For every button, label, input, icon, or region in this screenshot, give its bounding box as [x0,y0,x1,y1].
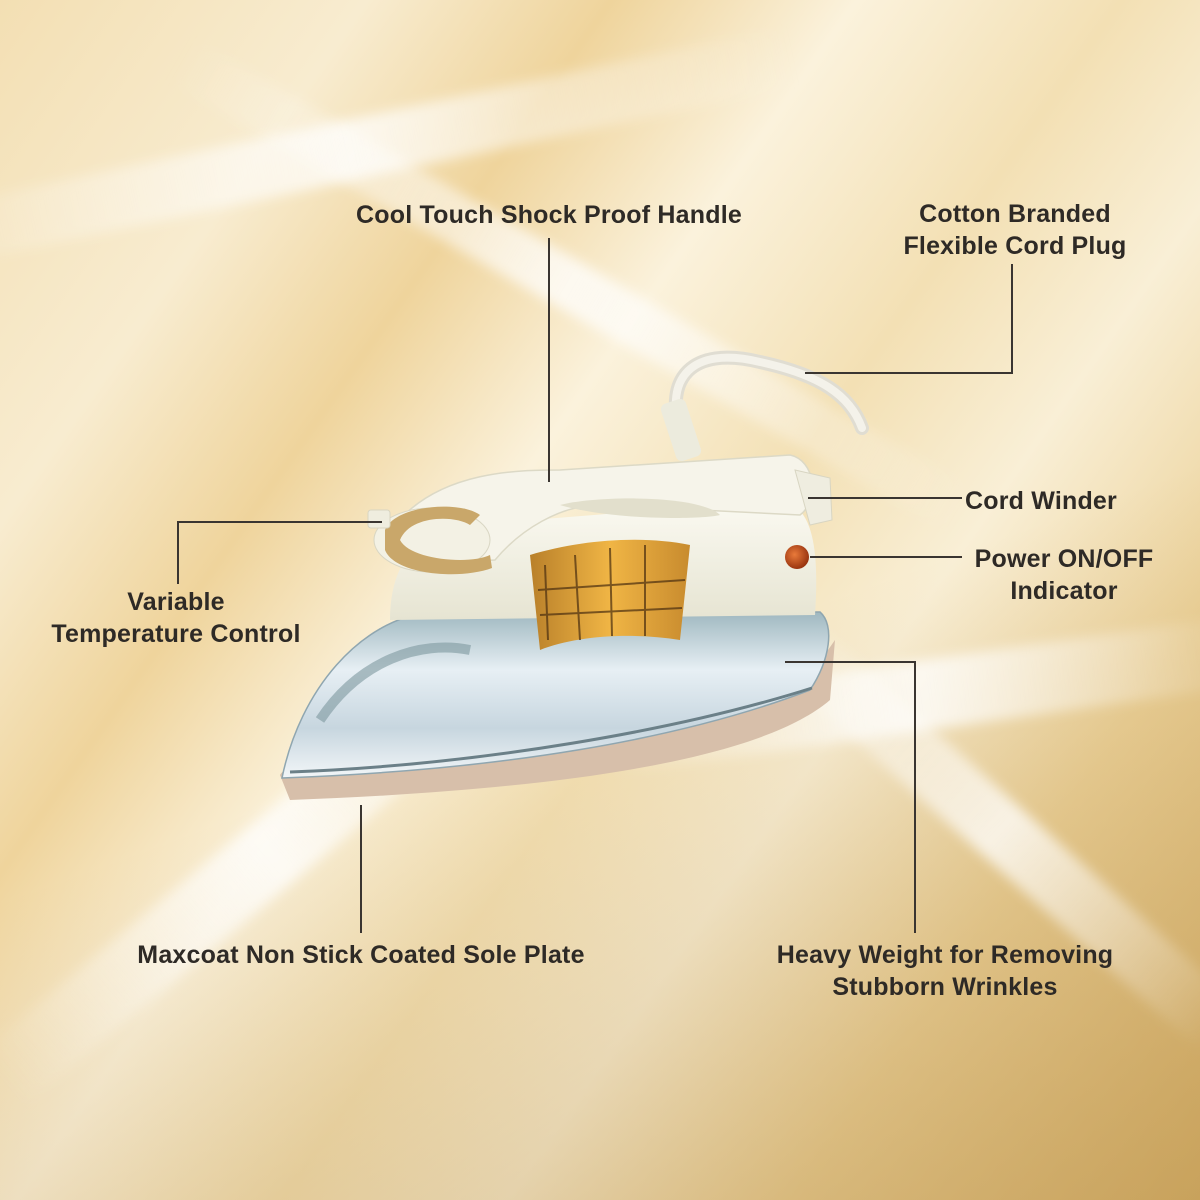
callout-cord-winder-line-1: Cord Winder [965,487,1117,515]
callout-temperature-control-line-2: Temperature Control [51,620,301,648]
callout-temperature-control: Variable Temperature Control [26,586,326,650]
callout-sole-plate-line-1: Maxcoat Non Stick Coated Sole Plate [137,941,585,969]
handle-leader-line [548,238,550,482]
iron-product-image [280,350,869,800]
callout-cord-winder: Cord Winder [965,485,1117,517]
cord-plug-leader-line-vertical [1011,264,1013,374]
callout-cord-plug-line-2: Flexible Cord Plug [903,232,1127,260]
power-indicator-leader-line [810,556,962,558]
callout-temperature-control-line-1: Variable [127,588,225,616]
temperature-leader-line-vertical [177,521,179,584]
callout-handle-line-1: Cool Touch Shock Proof Handle [356,201,742,229]
callout-cord-plug: Cotton Branded Flexible Cord Plug [865,198,1165,262]
cord-plug-leader-line-horizontal [805,372,1013,374]
heavy-weight-leader-line-horizontal [785,661,916,663]
sole-plate-leader-line [360,805,362,933]
heavy-weight-leader-line-vertical [914,661,916,933]
callout-heavy-weight-line-1: Heavy Weight for Removing [776,941,1114,969]
callout-power-indicator-line-2: Indicator [1010,577,1118,605]
callout-heavy-weight: Heavy Weight for Removing Stubborn Wrink… [745,939,1145,1003]
temperature-leader-line-horizontal [177,521,382,523]
callout-heavy-weight-line-2: Stubborn Wrinkles [832,973,1058,1001]
callout-power-indicator-line-1: Power ON/OFF [974,545,1154,573]
cord-winder-leader-line [808,497,962,499]
callout-cord-plug-line-1: Cotton Branded [919,200,1111,228]
callout-sole-plate: Maxcoat Non Stick Coated Sole Plate [101,939,621,971]
callout-power-indicator: Power ON/OFF Indicator [963,543,1165,607]
callout-handle: Cool Touch Shock Proof Handle [349,199,749,231]
